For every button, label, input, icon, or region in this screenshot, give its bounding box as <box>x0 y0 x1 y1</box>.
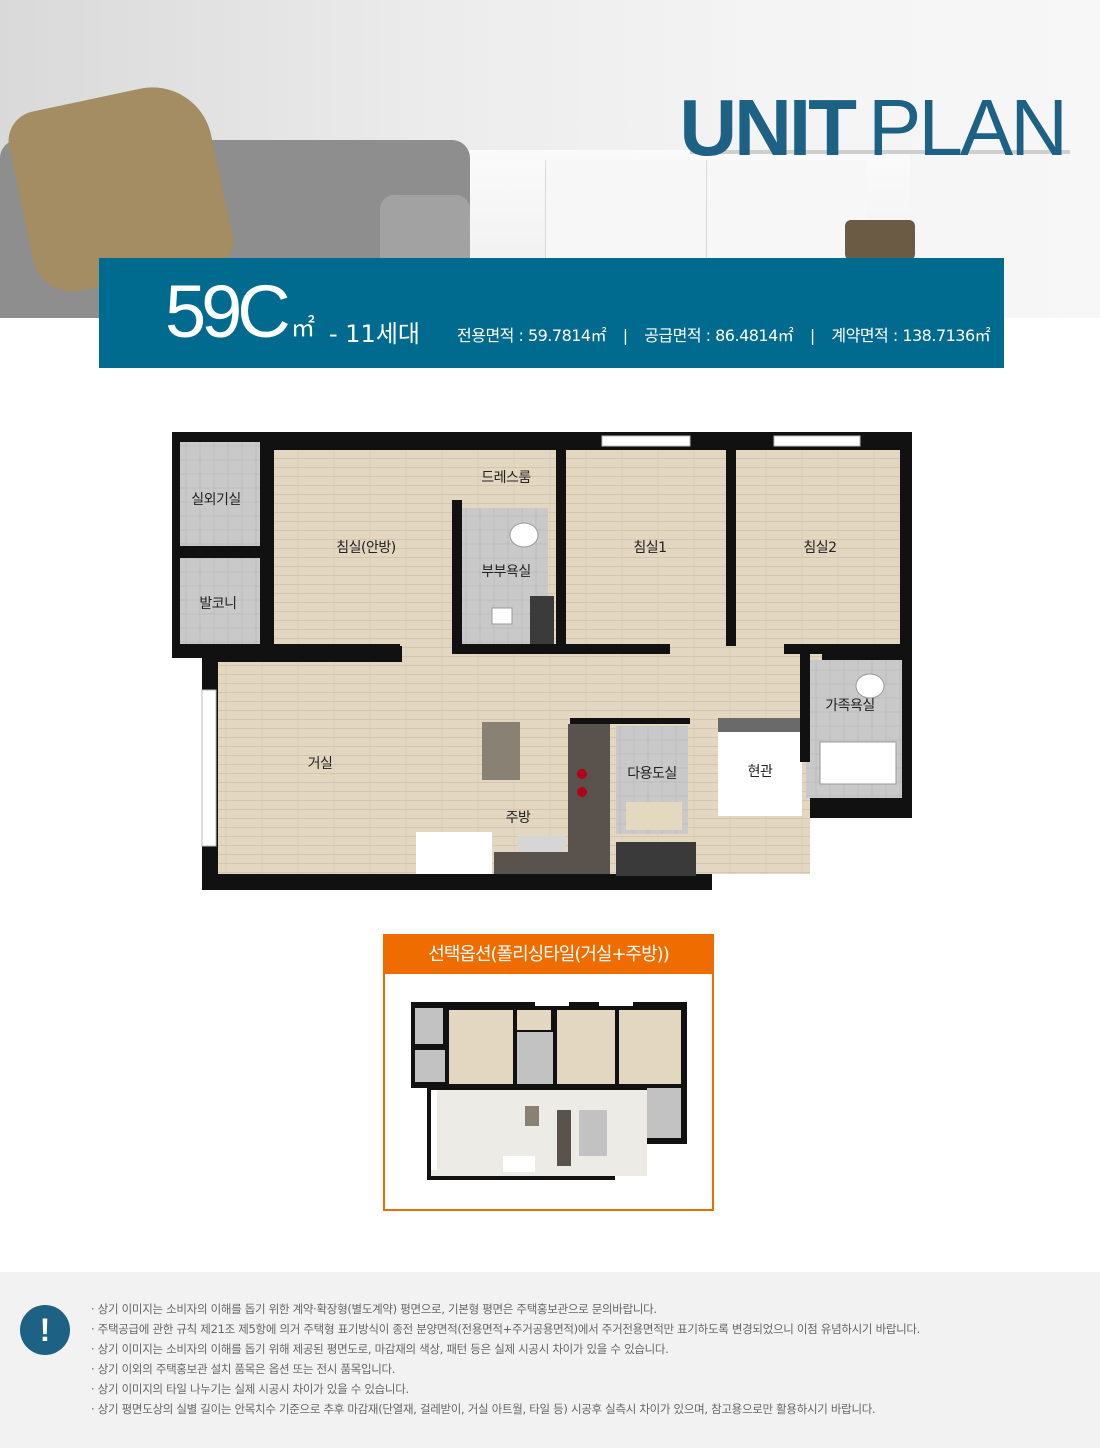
separator: | <box>622 326 628 345</box>
separator: | <box>809 326 815 345</box>
notice-item: 상기 이외의 주택홍보관 설치 품목은 옵션 또는 전시 품목입니다. <box>91 1359 920 1379</box>
option-floor-plan <box>411 1002 687 1180</box>
option-title: 선택옵션(폴리싱타일(거실+주방)) <box>385 936 712 974</box>
room-label-kitchen: 주방 <box>506 810 531 826</box>
notice-item: 상기 이미지의 타일 나누기는 실제 시공시 차이가 있을 수 있습니다. <box>91 1379 920 1399</box>
floor-plan: 실외기실 발코니 침실(안방) 드레스룸 부부욕실 침실1 침실2 가족욕실 거… <box>172 432 912 890</box>
room-label-entrance: 현관 <box>748 764 773 780</box>
room-label-living: 거실 <box>308 756 333 772</box>
title-bold: UNIT <box>679 83 857 172</box>
balcony-floor <box>180 558 270 644</box>
notice-section: ! 상기 이미지는 소비자의 이해를 돕기 위한 계약·확장형(별도계약) 평면… <box>0 1272 1100 1448</box>
exclusive-area: 전용면적 : 59.7814㎡ <box>457 326 607 345</box>
notice-item: 상기 이미지는 소비자의 이해를 돕기 위해 제공된 평면도로, 마감재의 색상… <box>91 1339 920 1359</box>
room-label-utility: 다용도실 <box>627 766 677 782</box>
household-count: - 11세대 <box>329 320 420 348</box>
area-summary: 전용면적 : 59.7814㎡ | 공급면적 : 86.4814㎡ | 계약면적… <box>457 322 991 346</box>
supply-area: 공급면적 : 86.4814㎡ <box>644 326 794 345</box>
bedroom2-floor <box>734 450 900 646</box>
exclamation-icon: ! <box>20 1305 70 1355</box>
area-unit: ㎡ <box>291 314 315 342</box>
title-light: PLAN <box>868 83 1068 172</box>
notice-item: 상기 이미지는 소비자의 이해를 돕기 위한 계약·확장형(별도계약) 평면으로… <box>91 1299 920 1319</box>
option-panel: 선택옵션(폴리싱타일(거실+주방)) <box>383 934 714 1211</box>
contract-area: 계약면적 : 138.7136㎡ <box>831 326 991 345</box>
room-label-outdoor-unit: 실외기실 <box>191 492 241 508</box>
kitchen-island <box>482 722 520 780</box>
room-label-master-bath: 부부욕실 <box>481 564 531 580</box>
outdoor-unit-floor <box>180 442 260 546</box>
room-label-master-bedroom: 침실(안방) <box>336 540 395 556</box>
unit-type-banner: 59C ㎡ - 11세대 전용면적 : 59.7814㎡ | 공급면적 : 86… <box>99 258 1004 368</box>
notice-item: 주택공급에 관한 규칙 제21조 제5항에 의거 주택형 표기방식이 종전 분양… <box>91 1319 921 1339</box>
bedroom1-floor <box>566 450 726 646</box>
room-label-family-bath: 가족욕실 <box>825 698 875 714</box>
room-label-dress-room: 드레스룸 <box>481 470 531 486</box>
unit-size: 59C <box>165 270 291 353</box>
notice-item: 상기 평면도상의 실별 길이는 안목치수 기준으로 추후 마감재(단열재, 걸레… <box>91 1399 920 1419</box>
room-label-bedroom2: 침실2 <box>803 540 836 556</box>
room-label-balcony: 발코니 <box>199 596 236 612</box>
notice-list: 상기 이미지는 소비자의 이해를 돕기 위한 계약·확장형(별도계약) 평면으로… <box>91 1299 921 1419</box>
decor-object <box>845 220 915 260</box>
room-label-bedroom1: 침실1 <box>633 540 666 556</box>
